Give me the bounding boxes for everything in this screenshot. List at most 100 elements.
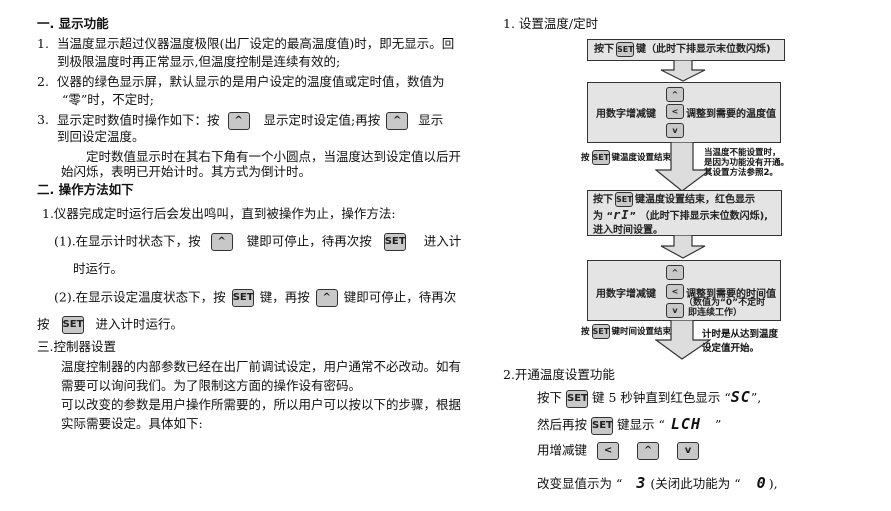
text: 显示 bbox=[418, 112, 444, 128]
down-key-icon: v bbox=[677, 442, 700, 460]
para-text: 可以改变的参数是用户操作所需要的，所以用户可以按以下的步骤，根据 bbox=[61, 397, 462, 412]
display-segment: SC bbox=[730, 388, 751, 406]
note-line: 其设置方法参照2。 bbox=[704, 168, 778, 178]
op-text: (2).在显示设定温度状态下，按 SET 键，再按 ^ 键即可停止，待再次 bbox=[54, 289, 456, 307]
item-number: 1. bbox=[37, 36, 49, 51]
text: 按 bbox=[581, 327, 590, 337]
up-key-icon: ^ bbox=[386, 112, 409, 130]
up-key-icon: ^ bbox=[227, 112, 250, 130]
text: 按下 bbox=[537, 390, 563, 405]
text: (关闭此功能为 “ bbox=[650, 476, 741, 491]
text: 用增减键 bbox=[537, 442, 588, 458]
flow-side-note: 当温度不能设置时， 是因为功能没有开通。 其设置方法参照2。 bbox=[704, 148, 789, 178]
text: 显示定时设定值;再按 bbox=[263, 112, 381, 128]
flow-side-note: 计时是从达到温度 设定值开始。 bbox=[702, 328, 778, 356]
text: (1).在显示计时状态下，按 bbox=[54, 233, 201, 249]
op-text: 时运行。 bbox=[73, 261, 124, 276]
flow-step-4: ^ 用数字增减键 < 调整到需要的时间值 v （数值为“0”不定时 即连续工作） bbox=[587, 260, 781, 321]
left-key-icon: < bbox=[666, 104, 684, 119]
display-segment: 0 bbox=[756, 474, 767, 492]
set-key-icon: SET bbox=[566, 389, 589, 408]
note-text: 始闪烁，表明已开始计时。其方式为倒计时。 bbox=[61, 164, 312, 179]
set-key-icon: SET bbox=[61, 316, 84, 334]
item-number: 3. bbox=[37, 112, 49, 127]
text: 键时间设置结束 bbox=[611, 327, 672, 337]
text: 按下 bbox=[594, 44, 614, 55]
step-text: 用增减键<^v bbox=[537, 442, 703, 460]
text: 用数字增减键 bbox=[596, 289, 656, 300]
op-text: 按 SET 进入计时运行。 bbox=[37, 316, 183, 334]
section-heading-display: 一. 显示功能 bbox=[37, 16, 109, 31]
text: 进入计 bbox=[423, 233, 462, 249]
note-line: 设定值开始。 bbox=[702, 343, 760, 354]
text: 键温度设置结束，红色显示 bbox=[635, 194, 755, 206]
text: 键（此时下排显示末位数闪烁) bbox=[636, 44, 771, 55]
section-heading-enable: 2.开通温度设置功能 bbox=[503, 367, 615, 382]
item-text: 到回设定温度。 bbox=[57, 129, 145, 144]
text: （数值为“0”不定时 bbox=[684, 298, 766, 308]
text: 键即可停止，待再次按 bbox=[246, 233, 372, 249]
up-key-icon: ^ bbox=[666, 265, 684, 280]
text: 为 “ bbox=[593, 210, 614, 222]
para-text: 需要可以询问我们。为了限制这方面的操作设有密码。 bbox=[61, 378, 362, 393]
set-key-icon: SET bbox=[616, 41, 634, 57]
section-heading-set-temp: 1. 设置温度/定时 bbox=[503, 16, 599, 31]
note-text: 定时数值显示时在其右下角有一个小圆点，当温度达到设定值以后开 bbox=[86, 149, 462, 164]
para-text: 温度控制器的内部参数已经在出厂前调试设定，用户通常不必改动。如有 bbox=[61, 359, 462, 374]
text: 调整到需要的时间值 bbox=[686, 289, 776, 300]
text: 显示定时数值时操作如下：按 bbox=[57, 112, 220, 128]
text: 键温度设置结束 bbox=[611, 153, 672, 163]
flow-step-2: ^ 用数字增减键 < 调整到需要的温度值 v bbox=[587, 82, 781, 143]
set-key-icon: SET bbox=[231, 289, 254, 307]
item-text: 显示定时数值时操作如下：按 ^ 显示定时设定值;再按 ^ 显示 bbox=[57, 112, 443, 130]
text: 键，再按 bbox=[259, 289, 310, 305]
text: (2).在显示设定温度状态下，按 bbox=[54, 289, 226, 305]
op-text: 1.仪器完成定时运行后会发出鸣叫，直到被操作为止，操作方法: bbox=[42, 206, 396, 221]
text: 即连续工作） bbox=[688, 308, 743, 318]
text: 进入计时运行。 bbox=[95, 316, 184, 332]
display-segment: rI bbox=[613, 207, 630, 222]
down-arrow-icon bbox=[660, 60, 706, 82]
text: 按 bbox=[581, 153, 590, 163]
down-arrow-icon bbox=[655, 320, 711, 360]
up-key-icon: ^ bbox=[637, 442, 660, 460]
note-line: 是因为功能没有开通。 bbox=[704, 158, 790, 168]
item-number: 2. bbox=[37, 74, 49, 89]
item-text: 到极限温度时再正常显示,但温度控制是连续有效的; bbox=[57, 54, 341, 69]
set-key-icon: SET bbox=[591, 324, 610, 339]
down-key-icon: v bbox=[666, 123, 684, 138]
para-text: 实际需要设定。具体如下: bbox=[61, 416, 203, 431]
down-arrow-icon bbox=[655, 142, 711, 192]
text: ” （此时下排显示末位数闪烁), bbox=[629, 210, 768, 222]
up-key-icon: ^ bbox=[210, 233, 233, 251]
item-text: “零”时，不定时; bbox=[62, 92, 154, 107]
down-arrow-icon bbox=[660, 235, 706, 259]
text: 调整到需要的温度值 bbox=[686, 109, 776, 120]
note-line: 当温度不能设置时， bbox=[704, 148, 781, 158]
step-text: 改变显值示为 “3(关闭此功能为 “0), bbox=[537, 475, 778, 492]
down-key-icon: v bbox=[666, 303, 684, 318]
text: 改变显值示为 “ bbox=[537, 476, 623, 491]
section-heading-operation: 二. 操作方法如下 bbox=[37, 182, 134, 197]
text: 键显示 “ bbox=[617, 417, 665, 432]
up-key-icon: ^ bbox=[666, 87, 684, 102]
text: 键 5 秒钟直到红色显示 “ bbox=[592, 390, 731, 405]
note-line: 计时是从达到温度 bbox=[702, 329, 779, 340]
text: 用数字增减键 bbox=[596, 109, 656, 120]
text: ” bbox=[714, 417, 722, 432]
set-key-icon: SET bbox=[591, 150, 610, 165]
text: 按下 bbox=[593, 194, 613, 206]
text: 按 bbox=[37, 316, 50, 332]
set-key-icon: SET bbox=[615, 192, 633, 207]
up-key-icon: ^ bbox=[315, 289, 338, 307]
display-segment: LCH bbox=[670, 415, 701, 433]
text: 键即可停止，待再次 bbox=[343, 289, 457, 305]
text: 然后再按 bbox=[537, 417, 588, 432]
section-heading-settings: 三.控制器设置 bbox=[37, 339, 116, 354]
